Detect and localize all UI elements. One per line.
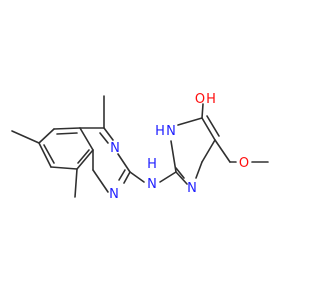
atom-labels: N N H N H N N O H O	[109, 92, 249, 202]
bond	[92, 169, 109, 193]
bond	[77, 149, 90, 164]
molecule-structure: N N H N H N N O H O	[11, 92, 269, 202]
molecule-canvas: N N H N H N N O H O	[11, 92, 269, 202]
bond	[201, 117, 216, 141]
bond	[43, 144, 55, 164]
atom-o-hydroxyl: O	[195, 92, 205, 107]
bond	[129, 171, 145, 183]
atom-n-ring: N	[166, 124, 176, 139]
bond	[117, 153, 131, 173]
bond	[50, 166, 78, 170]
bond	[53, 127, 81, 130]
bond	[214, 139, 231, 163]
atom-n-quinazoline-bottom: N	[109, 187, 119, 202]
bond	[76, 149, 94, 170]
bond	[201, 139, 216, 163]
atom-o-ether: O	[239, 156, 249, 171]
bond	[38, 128, 55, 144]
atom-h-hydroxyl: H	[206, 92, 216, 107]
bond	[56, 132, 78, 135]
atom-n-quinazoline-top: N	[110, 141, 120, 156]
bond	[175, 171, 188, 185]
bond	[177, 117, 203, 126]
atom-n-linker: N	[147, 177, 157, 192]
bond	[159, 171, 177, 183]
bond	[206, 115, 220, 137]
bond	[38, 142, 52, 168]
atom-h-linker: H	[147, 157, 157, 172]
bond	[99, 132, 109, 144]
bond	[103, 127, 114, 141]
bond	[74, 168, 78, 198]
bond	[195, 161, 203, 179]
bond	[170, 140, 177, 173]
bonds	[11, 95, 269, 198]
bond	[175, 167, 185, 179]
atom-n-pyrimidine: N	[187, 181, 197, 196]
bond	[123, 171, 131, 184]
atom-h-ring: H	[155, 124, 165, 139]
bond	[79, 127, 94, 151]
bond	[11, 130, 40, 144]
bond	[118, 169, 126, 181]
bond	[201, 103, 204, 119]
